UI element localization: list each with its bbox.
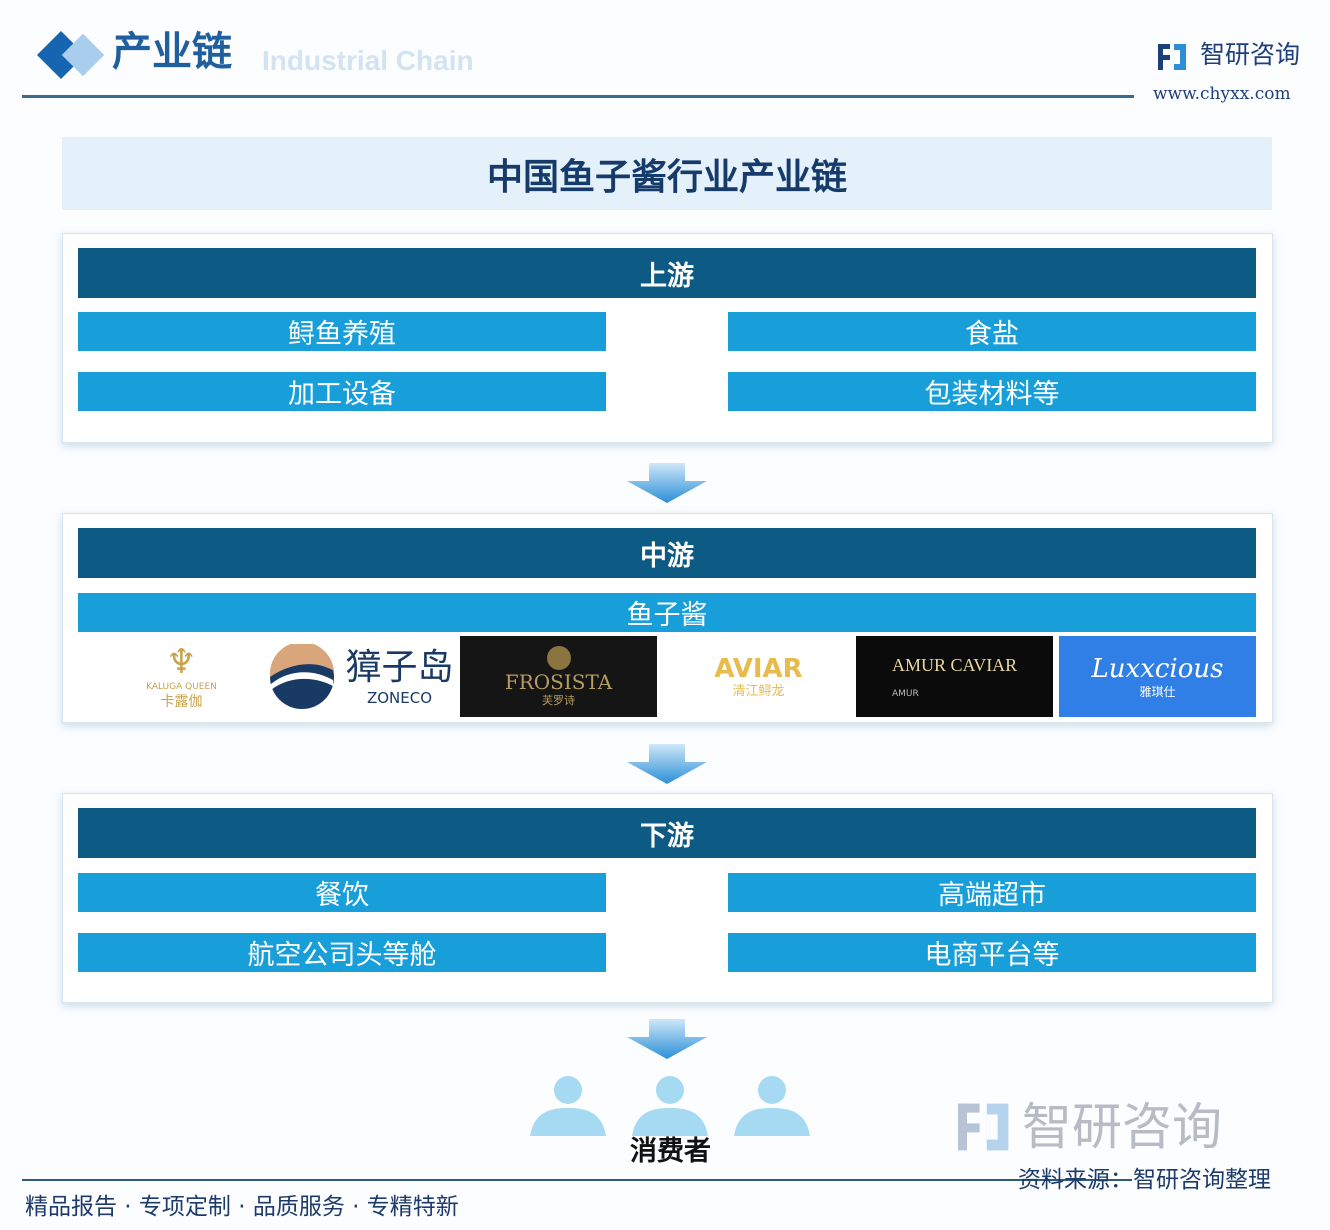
arrow-down-icon (627, 1019, 707, 1059)
logo-aviar: AVIAR 清江鲟龙 (714, 653, 803, 699)
logo-amur-caviar: AMUR CAVIAR AMUR (856, 636, 1053, 717)
downstream-item: 餐饮 (78, 873, 606, 912)
watermark-logo-icon (958, 1103, 1009, 1151)
header-divider (22, 95, 1134, 98)
downstream-item: 高端超市 (728, 873, 1256, 912)
upstream-header: 上游 (78, 248, 1256, 298)
arrow-down-icon (627, 463, 707, 503)
person-icon (734, 1076, 810, 1136)
logo-kaluga-queen: ♆ KALUGA QUEEN 卡露伽 (146, 641, 217, 710)
section-subtitle: Industrial Chain (262, 45, 474, 76)
footer-divider (22, 1179, 1132, 1181)
downstream-item: 航空公司头等舱 (78, 933, 606, 972)
zoneco-wave-icon (270, 643, 335, 709)
person-icon (530, 1076, 606, 1136)
diagram-title: 中国鱼子酱行业产业链 (62, 137, 1272, 210)
section-title: 产业链 (112, 29, 232, 75)
arrow-down-icon (627, 744, 707, 784)
upstream-item: 加工设备 (78, 372, 606, 411)
upstream-item: 包装材料等 (728, 372, 1256, 411)
downstream-header: 下游 (78, 808, 1256, 858)
brand-name: 智研咨询 (1200, 40, 1301, 69)
footer-slogan: 精品报告 · 专项定制 · 品质服务 · 专精特新 (25, 1194, 459, 1220)
upstream-section: 上游 鲟鱼养殖 食盐 加工设备 包装材料等 (62, 233, 1273, 443)
brand-logo-icon (1158, 44, 1186, 70)
midstream-header: 中游 (78, 528, 1256, 578)
consumer-label: 消费者 (630, 1136, 711, 1167)
upstream-item: 鲟鱼养殖 (78, 312, 606, 351)
downstream-section: 下游 餐饮 高端超市 航空公司头等舱 电商平台等 (62, 793, 1273, 1003)
source-note: 资料来源：智研咨询整理 (1018, 1167, 1271, 1193)
logo-frosista: FROSISTA 芙罗诗 (460, 636, 657, 717)
midstream-product: 鱼子酱 (78, 593, 1256, 632)
watermark: 智研咨询 (958, 1098, 1222, 1156)
person-icon (632, 1076, 708, 1136)
logo-luxxcious: Luxxcious 雅琪仕 (1059, 636, 1256, 717)
downstream-item: 电商平台等 (728, 933, 1256, 972)
brand-url: www.chyxx.com (1153, 84, 1291, 104)
upstream-item: 食盐 (728, 312, 1256, 351)
